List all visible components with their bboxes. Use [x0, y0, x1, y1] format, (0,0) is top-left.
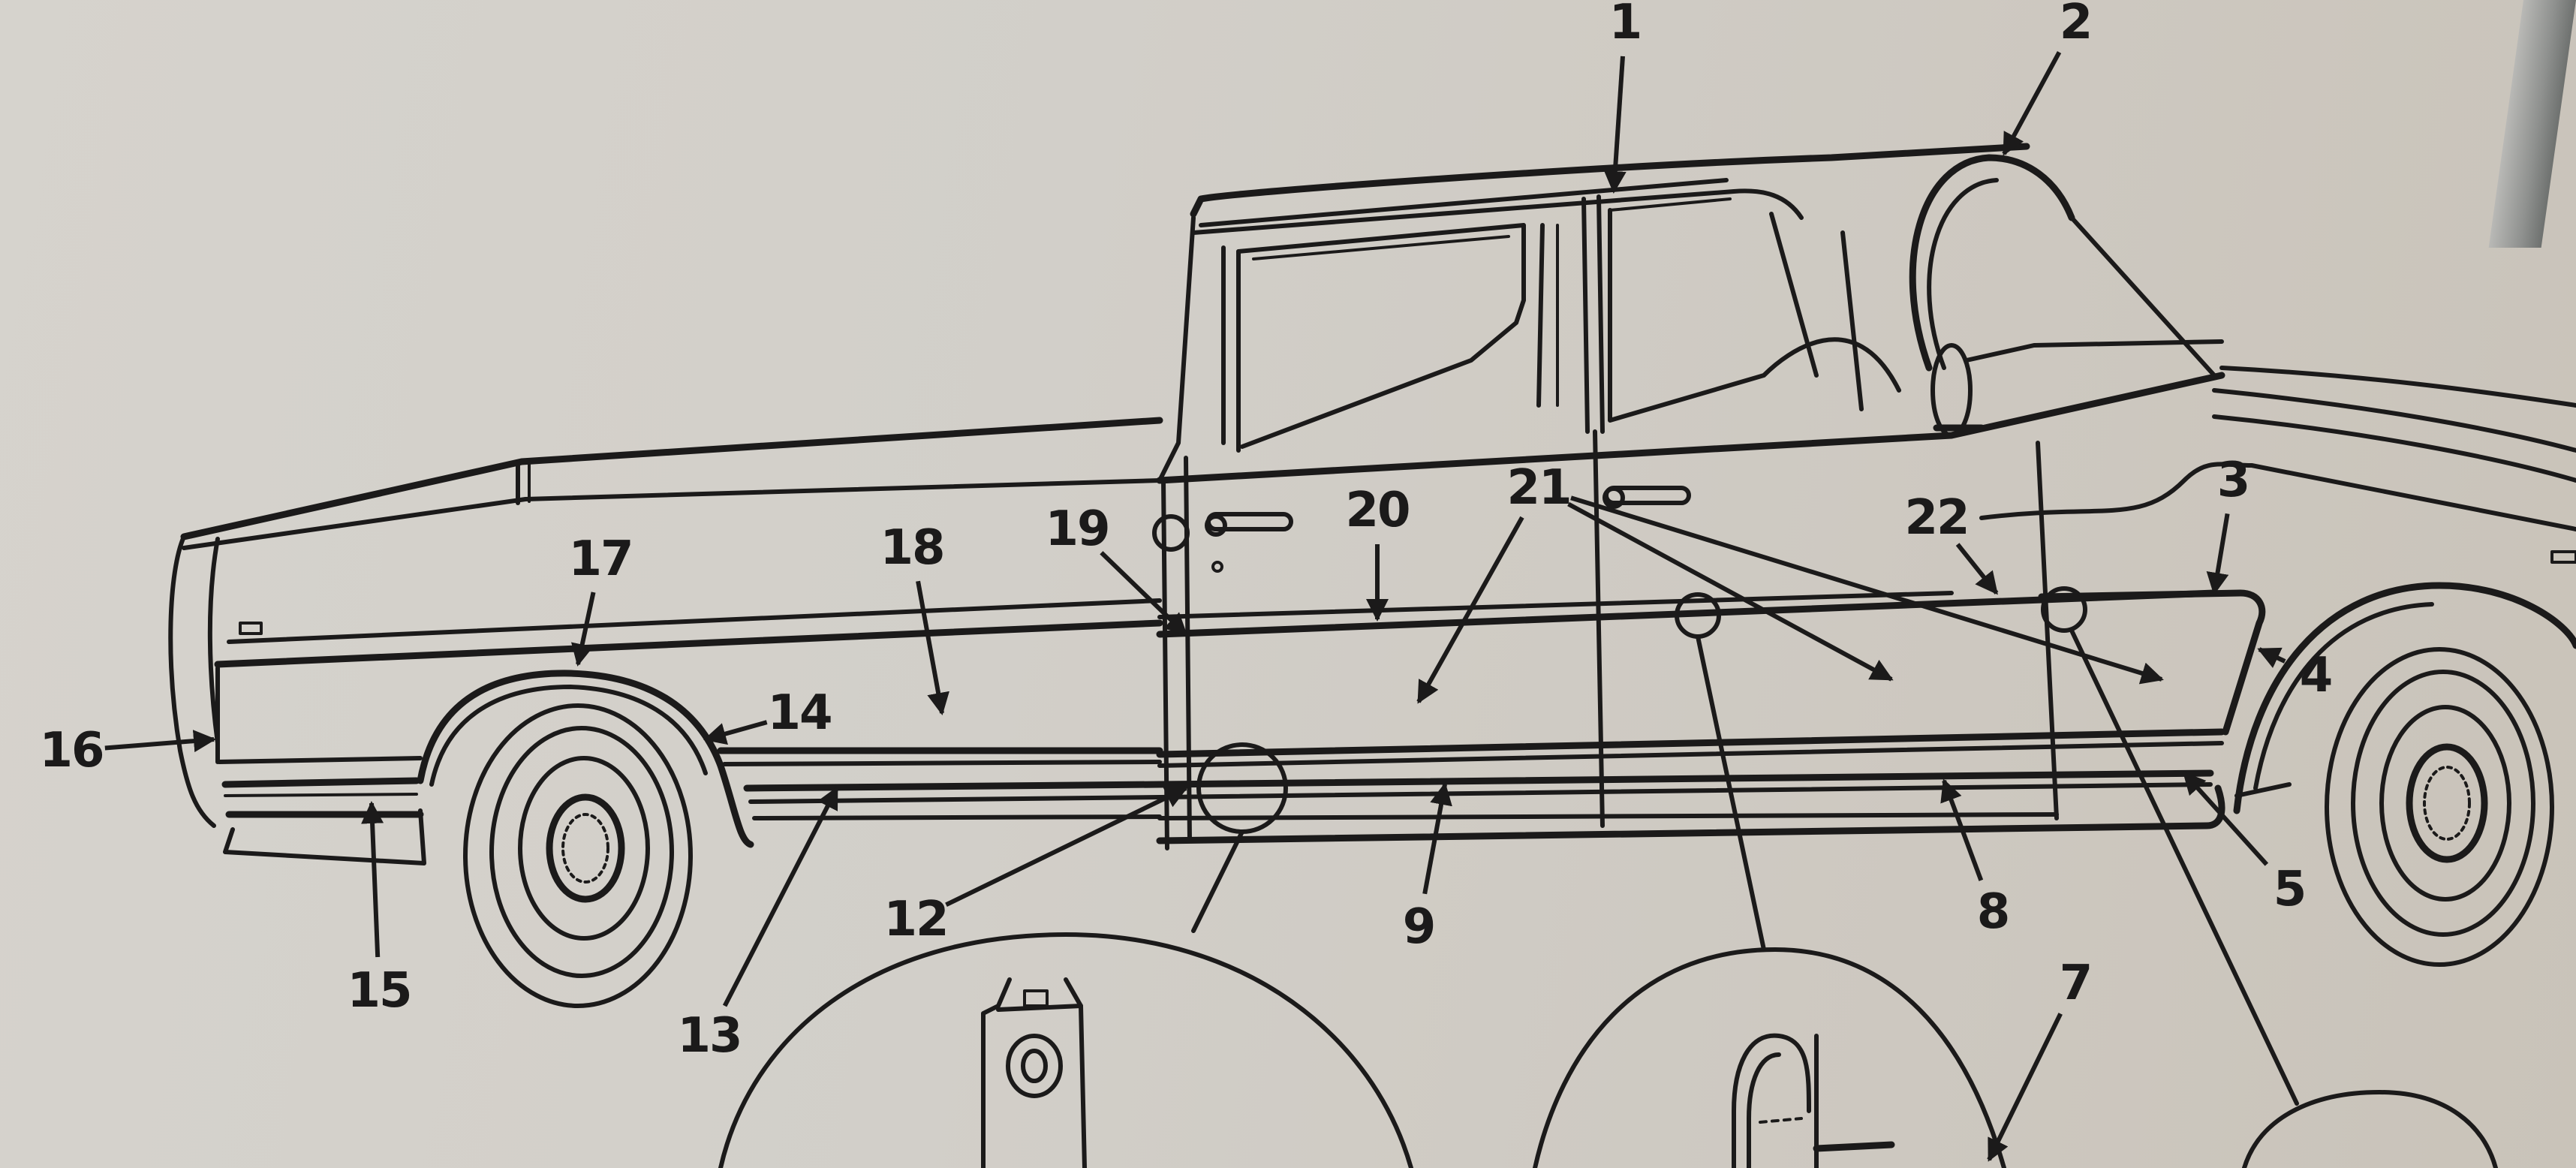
leader-arrow-19: [1100, 551, 1188, 637]
callout-18: 18: [880, 520, 945, 576]
leader-arrow-8: [1940, 778, 1984, 881]
callout-7: 7: [2059, 956, 2093, 1011]
leader-arrow-4: [2257, 647, 2286, 669]
detail-insets: [718, 628, 2498, 1168]
callout-5: 5: [2273, 862, 2307, 917]
callout-13: 13: [677, 1008, 742, 1064]
callout-4: 4: [2299, 648, 2334, 703]
callout-15: 15: [347, 963, 412, 1019]
leader-arrow-14: [703, 720, 768, 745]
callout-20: 20: [1345, 483, 1410, 538]
leader-arrow-2: [2002, 51, 2062, 156]
rear-wheel: [463, 703, 693, 1008]
callout-16: 16: [39, 723, 104, 778]
leader-arrow-15: [361, 801, 384, 958]
leader-arrow-12: [945, 786, 1188, 908]
leader-arrow-16: [104, 730, 216, 753]
leader-arrow-17: [570, 592, 596, 667]
callout-14: 14: [767, 685, 832, 741]
leader-arrow-21-1: [1416, 516, 1524, 704]
leader-arrow-21-2: [1567, 501, 1894, 682]
leader-arrow-1: [1603, 56, 1627, 194]
callout-2: 2: [2059, 0, 2093, 50]
callout-21: 21: [1506, 460, 1572, 516]
callout-12: 12: [883, 892, 949, 947]
callout-9: 9: [1402, 899, 1437, 955]
callout-19: 19: [1045, 501, 1110, 557]
callout-1: 1: [1608, 0, 1643, 50]
fuel-filler-cap: [1152, 514, 1190, 552]
doors: [1152, 429, 2266, 850]
leader-arrow-18: [916, 580, 949, 715]
leader-arrow-13: [722, 786, 839, 1007]
leader-arrow-22: [1955, 543, 1999, 595]
leader-arrow-9: [1422, 782, 1452, 895]
leader-arrow-3: [2206, 513, 2230, 595]
callout-17: 17: [568, 531, 633, 587]
front-wheel: [2325, 647, 2554, 967]
door-handle-rear: [1205, 512, 1293, 537]
callout-3: 3: [2216, 453, 2251, 508]
leader-arrow-5: [2182, 771, 2269, 866]
cab: [1156, 143, 2225, 484]
callout-8: 8: [1976, 884, 2011, 940]
callout-22: 22: [1904, 490, 1970, 546]
leader-arrow-7: [1987, 1013, 2063, 1162]
front-fender-hood: [1979, 366, 2576, 814]
door-handle-front: [1602, 486, 1691, 509]
leader-lines: [104, 51, 2286, 1162]
truck-bed: [168, 417, 1163, 865]
leader-arrow-21-3: [1570, 495, 2164, 685]
